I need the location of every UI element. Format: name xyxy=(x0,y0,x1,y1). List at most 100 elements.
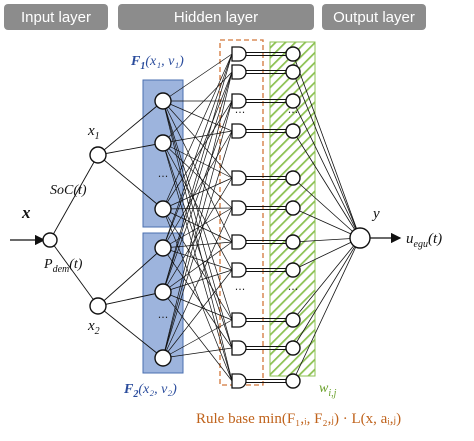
soc-label: SoC(t) xyxy=(50,183,87,198)
membership-node-f1-1 xyxy=(154,92,172,110)
edge-mf11-rule9 xyxy=(162,100,233,321)
membership-node-f2-3 xyxy=(154,349,172,367)
membership-node-f1-2 xyxy=(154,134,172,152)
variable-labels: x x1 x2 SoC(t) Pdem(t) F1(x₁, v₁) F2(x₂,… xyxy=(21,54,442,427)
edge-input-x1 xyxy=(49,154,99,241)
edge-x2-mf2 xyxy=(97,291,164,307)
edge-mf21-rule1 xyxy=(162,53,233,249)
edge-x1-mf3 xyxy=(97,154,164,210)
edge-mf11-rule5 xyxy=(162,100,233,179)
ellipsis-rules-lower: ... xyxy=(235,280,246,293)
weight-node-4 xyxy=(285,123,301,139)
weight-node-2 xyxy=(285,64,301,80)
weight-node-7 xyxy=(285,234,301,250)
edge-x1-mf1 xyxy=(97,100,164,156)
edge-mf13-rule6 xyxy=(162,207,233,210)
ellipsis-box2: ... xyxy=(158,308,169,321)
uegu-label: uegu(t) xyxy=(406,231,442,250)
edge-mf22-rule3 xyxy=(162,100,233,293)
weight-node-9 xyxy=(285,312,301,328)
rule-gate-1 xyxy=(231,46,247,62)
edge-mf11-rule10 xyxy=(162,100,233,349)
rule-gate-7 xyxy=(231,234,247,250)
rule-gate-4 xyxy=(231,123,247,139)
edge-weight4-output xyxy=(292,130,361,239)
edge-weight1-output xyxy=(292,53,361,239)
edge-weight9-output xyxy=(292,237,361,321)
edge-mf23-rule8 xyxy=(162,269,233,359)
rule-gate-10 xyxy=(231,340,247,356)
membership-node-f2-2 xyxy=(154,283,172,301)
rule-base-label: Rule base min(F₁,ᵢ, F₂,ⱼ) · L(x, aᵢ,ⱼ) xyxy=(196,411,401,427)
rule-gate-5 xyxy=(231,170,247,186)
input-node xyxy=(42,232,58,248)
edge-mf12-rule2 xyxy=(162,71,233,144)
output-node xyxy=(349,227,371,249)
edge-weight10-output xyxy=(292,237,361,349)
x1-label: x1 xyxy=(87,123,100,142)
ellipsis-marks: ... ... ... ... ... ... xyxy=(158,103,299,321)
y-label: y xyxy=(371,206,380,222)
edge-input-x2 xyxy=(49,239,99,307)
edge-mf21-rule6 xyxy=(162,207,233,249)
hidden-layer-header xyxy=(118,4,314,30)
edge-mf22-rule5 xyxy=(162,177,233,293)
edge-mf11-rule11 xyxy=(162,100,233,382)
edge-mf22-rule9 xyxy=(162,291,233,321)
rule-gate-2 xyxy=(231,64,247,80)
input-layer-label: Input layer xyxy=(21,9,91,26)
edge-weight11-output xyxy=(292,237,361,382)
edge-mf21-rule4 xyxy=(162,130,233,249)
edge-x1-mf2 xyxy=(97,142,164,156)
weight-node-10 xyxy=(285,340,301,356)
layer-headers: Input layer Hidden layer Output layer xyxy=(4,4,426,30)
edge-mf13-rule9 xyxy=(162,208,233,321)
weight-node-1 xyxy=(285,46,301,62)
f1-label: F1(x₁, v₁) xyxy=(130,54,184,72)
edge-mf21-rule10 xyxy=(162,247,233,349)
rule-gate-8 xyxy=(231,262,247,278)
edge-x2-mf3 xyxy=(97,305,164,359)
x2-label: x2 xyxy=(87,318,100,337)
edge-mf23-rule10 xyxy=(162,347,233,359)
x1-node xyxy=(89,146,107,164)
edge-mf11-rule4 xyxy=(162,100,233,132)
weight-node-3 xyxy=(285,93,301,109)
edge-mf22-rule2 xyxy=(162,71,233,293)
edge-weight7-output xyxy=(292,237,361,243)
wij-label: wi,j xyxy=(319,381,337,399)
input-layer-header xyxy=(4,4,108,30)
connection-lines xyxy=(49,52,361,383)
edge-mf23-rule9 xyxy=(162,319,233,359)
edge-mf23-rule4 xyxy=(162,130,233,359)
edge-mf12-rule8 xyxy=(162,142,233,271)
pdem-label: Pdem(t) xyxy=(43,257,83,275)
edge-mf22-rule7 xyxy=(162,241,233,293)
weight-node-8 xyxy=(285,262,301,278)
ellipsis-box1: ... xyxy=(158,167,169,180)
edge-mf11-rule7 xyxy=(162,100,233,243)
ellipsis-weights-upper: ... xyxy=(288,103,299,116)
output-layer-label: Output layer xyxy=(333,9,415,26)
edge-weight3-output xyxy=(292,100,361,239)
rule-gate-11 xyxy=(231,373,247,389)
network-nodes xyxy=(42,46,371,389)
f2-label: F2(x₂, v₂) xyxy=(123,382,177,400)
edge-mf22-rule8 xyxy=(162,269,233,293)
edge-mf22-rule11 xyxy=(162,291,233,382)
edge-mf23-rule3 xyxy=(162,100,233,359)
edge-mf11-rule1 xyxy=(162,53,233,102)
hidden-layer-label: Hidden layer xyxy=(174,9,258,26)
weight-node-11 xyxy=(285,373,301,389)
edge-weight6-output xyxy=(292,207,361,239)
edge-mf22-rule1 xyxy=(162,53,233,293)
edge-mf13-rule7 xyxy=(162,208,233,243)
edge-mf23-rule2 xyxy=(162,71,233,359)
rule-gate-6 xyxy=(231,200,247,216)
rule-gate-9 xyxy=(231,312,247,328)
input-x-label: x xyxy=(21,203,31,222)
membership-node-f2-1 xyxy=(154,239,172,257)
edge-mf21-rule2 xyxy=(162,71,233,249)
